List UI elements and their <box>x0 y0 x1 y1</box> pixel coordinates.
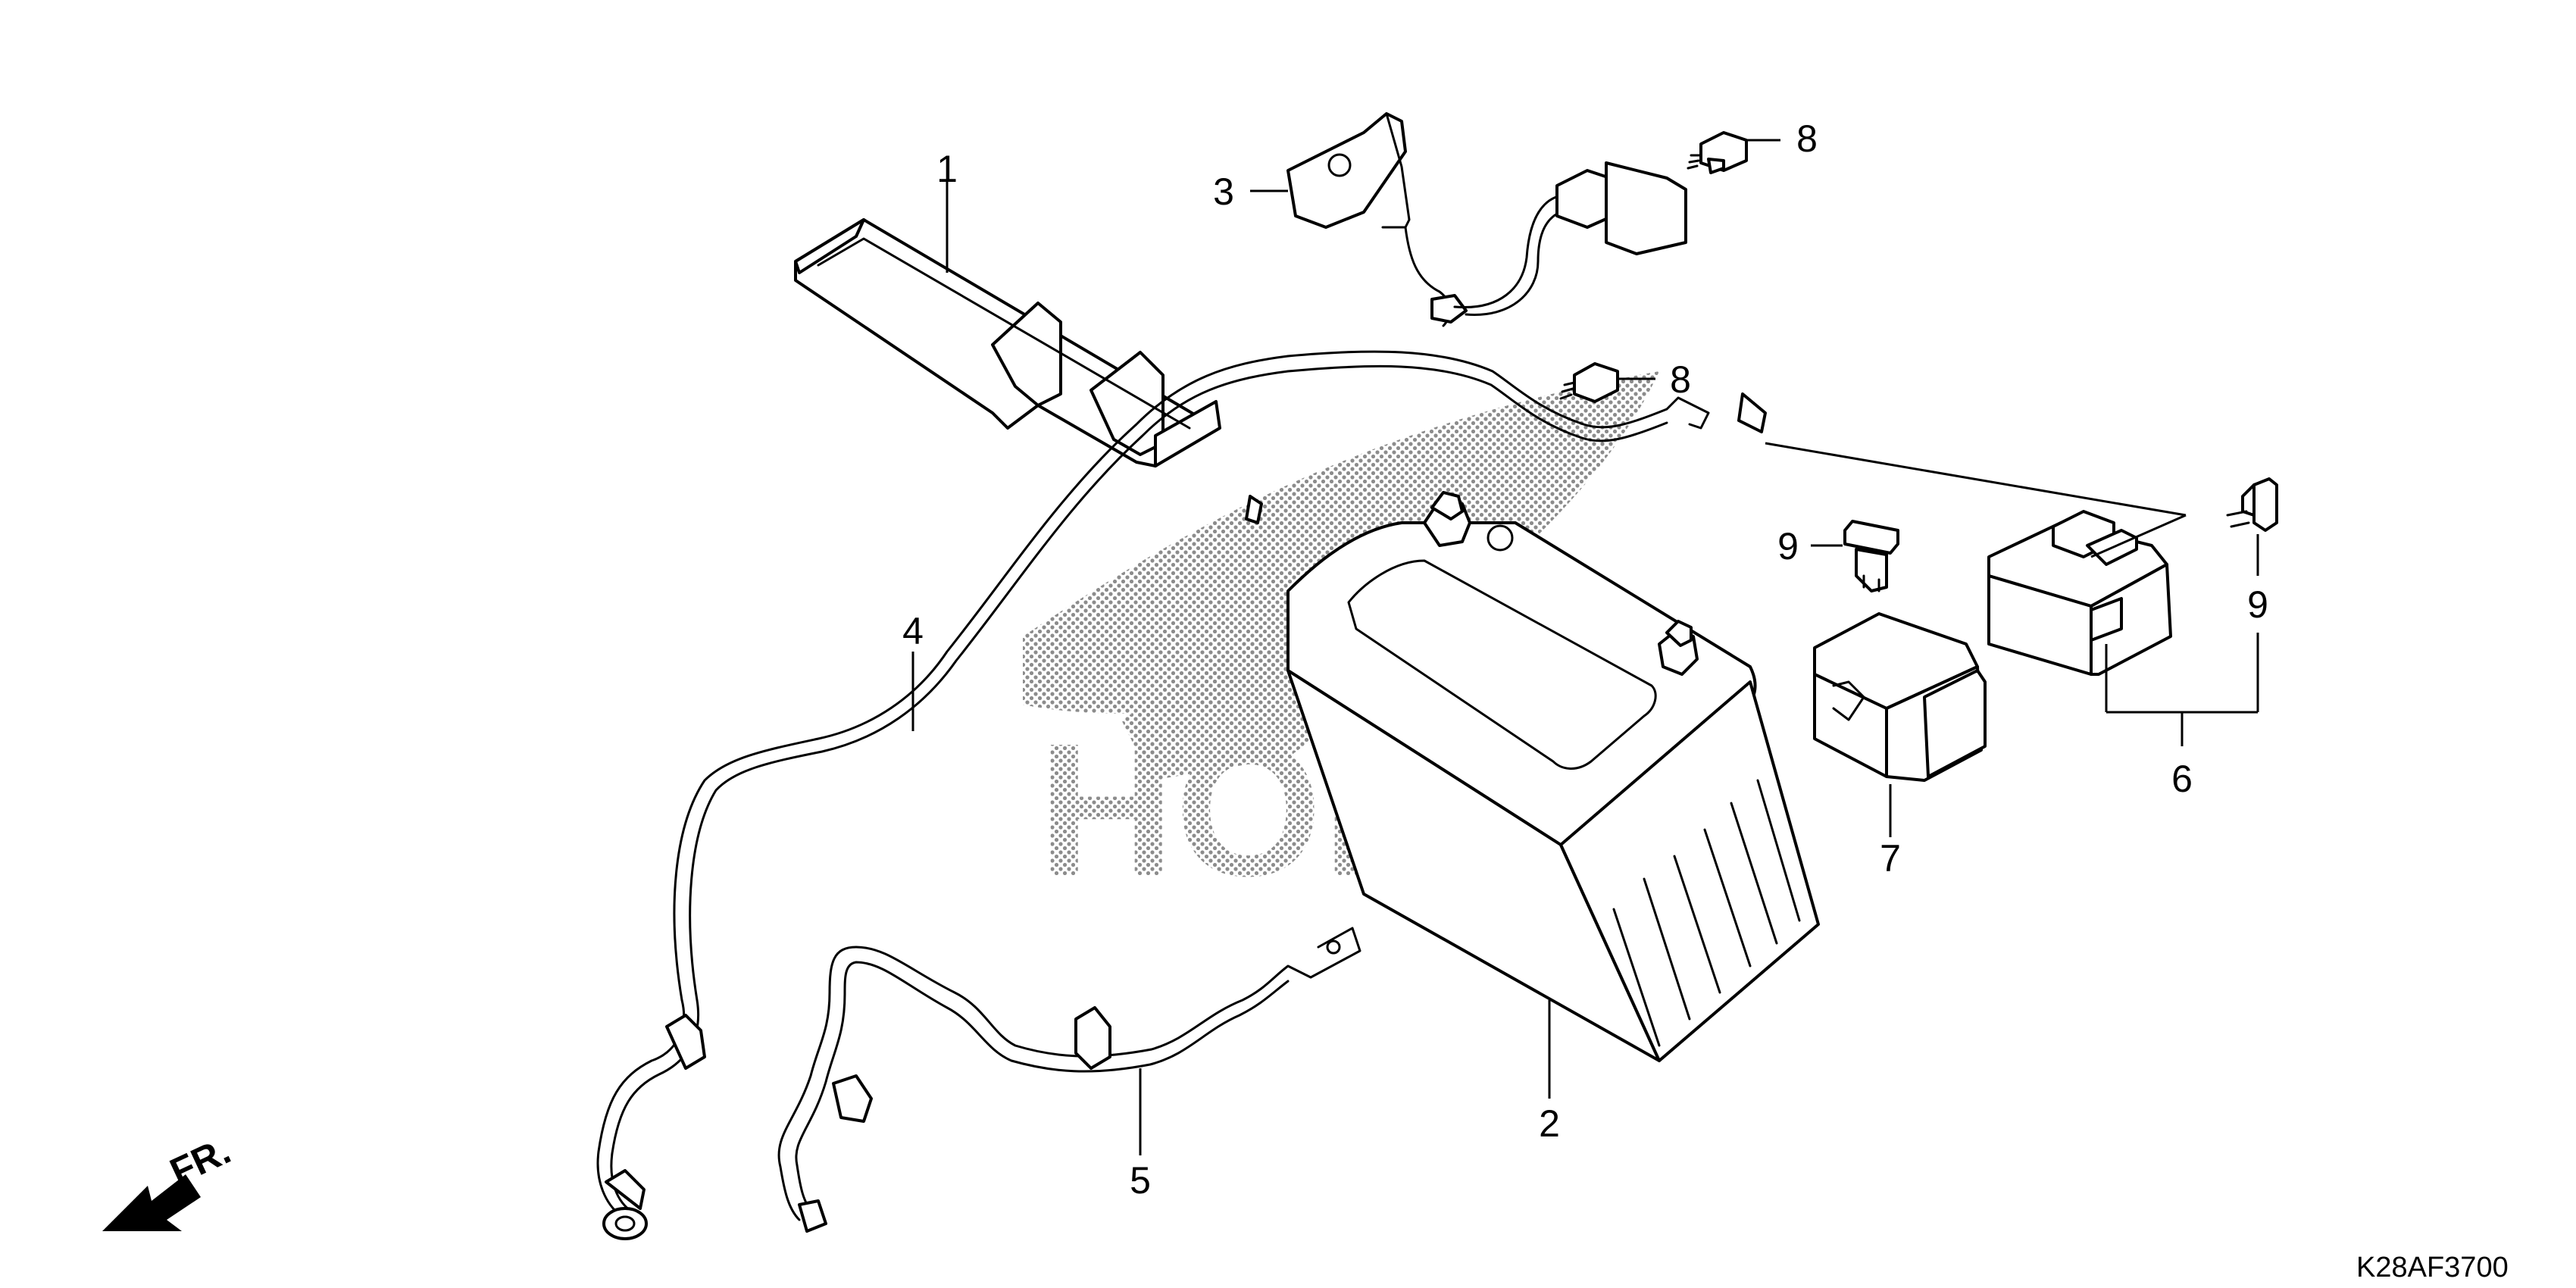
starter-relay: 6 <box>1765 442 2259 800</box>
bolt-middle: 8 <box>1559 358 1691 403</box>
negative-cable: 4 <box>596 350 1767 1240</box>
terminal-cable: 3 <box>1213 112 1687 327</box>
fuse-left: 9 <box>1777 520 1899 592</box>
callout-7: 7 <box>1880 837 1901 880</box>
callout-4: 4 <box>902 610 924 652</box>
positive-cable: 5 <box>777 927 1361 1233</box>
callout-9-left: 9 <box>1777 525 1799 567</box>
callout-3: 3 <box>1213 170 1234 213</box>
callout-8-upper: 8 <box>1796 117 1818 160</box>
callout-8-middle: 8 <box>1670 358 1691 401</box>
callout-5: 5 <box>1130 1159 1151 1202</box>
front-arrow-icon <box>102 1174 201 1231</box>
callout-9-right: 9 <box>2247 583 2268 626</box>
callout-6: 6 <box>2171 758 2193 800</box>
relay-cover: 7 <box>1813 612 1987 880</box>
bolt-upper: 8 <box>1687 117 1818 174</box>
battery: 2 <box>1286 491 1820 1145</box>
battery-band: 1 <box>794 148 1221 467</box>
callout-1: 1 <box>936 148 958 190</box>
callout-2: 2 <box>1539 1102 1560 1145</box>
front-direction-indicator: FR. <box>102 1129 237 1231</box>
figure-code: K28AF3700 <box>2356 1252 2509 1283</box>
fuse-right: 9 <box>2226 477 2278 626</box>
